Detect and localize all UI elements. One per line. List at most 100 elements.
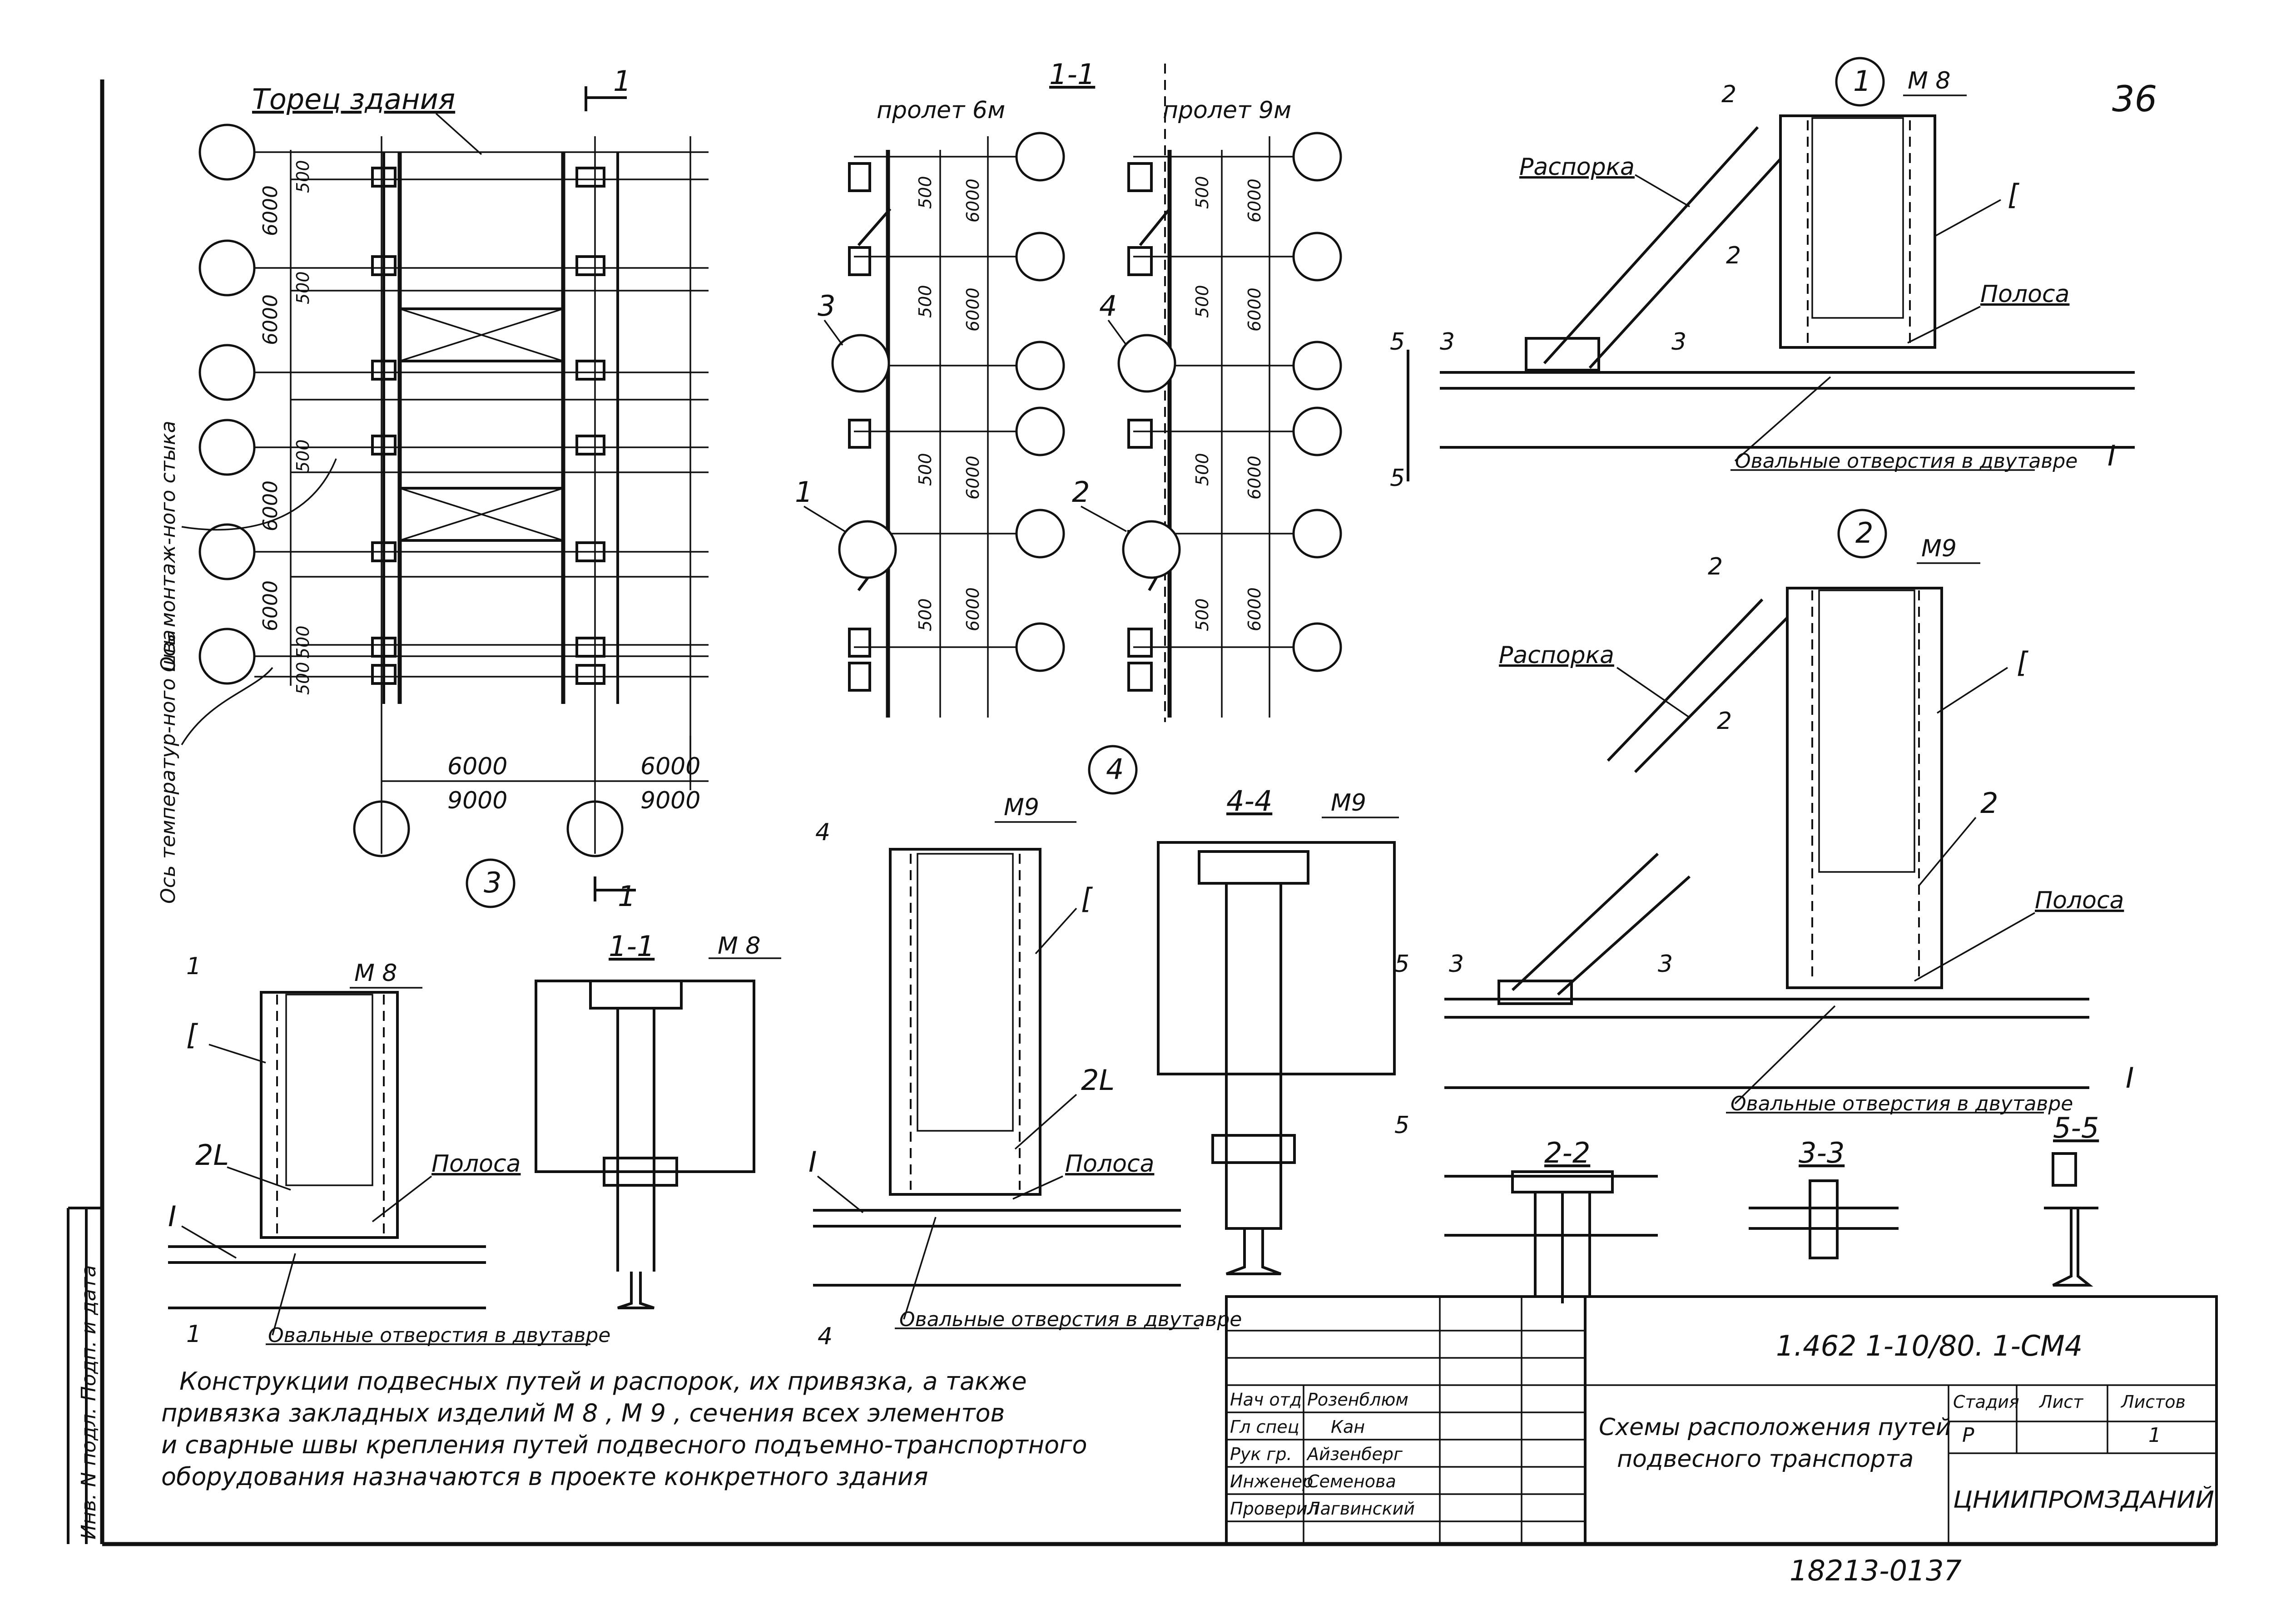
column-axis-circle	[198, 239, 256, 297]
sheet-number: 36	[2112, 79, 2157, 120]
role-5: Проверил	[1230, 1499, 1319, 1519]
column-axis-circle	[1292, 232, 1342, 282]
column-axis-circle	[1292, 622, 1342, 672]
drawing-title-line-1: Схемы расположения путей	[1599, 1414, 1951, 1441]
sidebar-text: Инв. N подл. Подп. и дата	[77, 1265, 100, 1540]
sheet-label: Лист	[2038, 1392, 2084, 1412]
column-axis-circle	[1292, 406, 1342, 456]
node-1-brace-label: Распорка	[1519, 153, 1635, 181]
column-axis-circle	[198, 344, 256, 401]
node-4-strip-label: Полоса	[1065, 1150, 1154, 1178]
role-3: Рук гр.	[1230, 1444, 1292, 1464]
column-axis-circle	[198, 523, 256, 580]
plan-dim-500: 500	[293, 625, 313, 659]
stage-label: Стадия	[1953, 1392, 2019, 1412]
section-11-title: 1-1	[609, 930, 655, 963]
sec-dim-500: 500	[1192, 176, 1212, 209]
column-axis-circle	[198, 124, 256, 181]
node-2-sec3-mark: 3	[1449, 951, 1464, 978]
sec-dim-500: 500	[1192, 598, 1212, 631]
node-1-sec2-mark-b: 2	[1726, 242, 1741, 269]
node-2-sec3-mark-b: 3	[1658, 951, 1673, 978]
column-axis-circle	[1015, 341, 1065, 391]
plan-dim-500: 500	[293, 662, 313, 695]
plan-dim-9000-bottom-right: 9000	[640, 787, 700, 814]
sec-dim-500: 500	[915, 453, 935, 486]
node-2-channel-label: [	[2017, 646, 2029, 679]
name-5: Лагвинский	[1306, 1499, 1415, 1519]
plan-dim-6000: 6000	[259, 580, 282, 631]
node-2-sec5-mark: 5	[1394, 951, 1409, 978]
sec-dim-6000: 6000	[963, 587, 983, 631]
node-3-detail: 3 М 8 [ 2L Полоса I Овальные отверстия в…	[168, 858, 610, 1348]
span-9m-label: пролет 9м	[1163, 97, 1291, 124]
sec-dim-500: 500	[915, 285, 935, 318]
node-3-embed-label: М 8	[354, 960, 397, 987]
callout-3: 3	[818, 289, 835, 322]
node-2-embed-label: М9	[1921, 535, 1957, 562]
section-33-title: 3-3	[1799, 1136, 1845, 1169]
node-4-angle-label: 2L	[1081, 1064, 1115, 1097]
sec-dim-6000: 6000	[1245, 456, 1264, 500]
sec-dim-6000: 6000	[1245, 287, 1264, 332]
section-44-embed-label: М9	[1331, 789, 1366, 817]
plan-dim-500: 500	[293, 271, 313, 304]
plan-dim-6000-bottom-right: 6000	[640, 753, 700, 780]
node-4-detail: 4 М9 [ 2L Полоса I Овальные отверстия в …	[808, 745, 1242, 1350]
sec-dim-500: 500	[915, 598, 935, 631]
node-1-channel-label: [	[2008, 178, 2020, 211]
plan-dim-6000: 6000	[259, 294, 282, 345]
column-axis-circle	[1015, 406, 1065, 456]
section-44-title: 4-4	[1226, 784, 1272, 817]
top-section-title: 1-1	[1049, 58, 1095, 91]
name-4: Семенова	[1307, 1471, 1396, 1491]
name-2: Кан	[1331, 1417, 1365, 1437]
node-3-strip-label: Полоса	[431, 1150, 521, 1178]
node-3-sec1-mark: 1	[186, 953, 201, 980]
node-1-sec3-mark-b: 3	[1671, 328, 1686, 356]
building-end-label: Торец здания	[252, 83, 455, 116]
bottom-page-number: 37	[1926, 1554, 1962, 1587]
node-1-sec5-mark: 5	[1390, 328, 1405, 356]
column-axis-circle	[1015, 622, 1065, 672]
node-1-oval-holes: Овальные отверстия в двутавре	[1735, 450, 2078, 473]
section-4-4-detail: 4-4 М9	[1157, 784, 1399, 1275]
track-layout-plan: Торец здания 1 1	[157, 64, 709, 913]
note-line-1: Конструкции подвесных путей и распорок, …	[179, 1367, 1027, 1396]
node-2-number: 2	[1855, 516, 1873, 550]
section-5-5-detail: 5-5	[2044, 1111, 2099, 1287]
node-3-oval-holes: Овальные отверстия в двутавре	[268, 1324, 610, 1347]
bottom-code: 18213-01	[1790, 1554, 1925, 1587]
node-3-sec1-mark-b: 1	[186, 1321, 201, 1348]
node-1-beam-label: I	[2107, 439, 2116, 472]
role-1: Нач отд	[1230, 1390, 1302, 1410]
column-axis-circle	[1292, 509, 1342, 559]
node-2-beam-label: I	[2126, 1061, 2134, 1094]
general-note: Конструкции подвесных путей и распорок, …	[161, 1367, 1087, 1491]
role-2: Гл спец	[1230, 1417, 1299, 1437]
node-4-sec4-mark-b: 4	[818, 1323, 833, 1350]
callout-2: 2	[1072, 475, 1090, 509]
column-axis-circle	[1292, 132, 1342, 182]
mounting-joint-axis-label: Ось монтаж-ного стыка	[157, 421, 180, 672]
node-2-detail: 2 М9 Распорка [ 2 Полоса I Овальные отве…	[1394, 509, 2134, 1139]
node-4-embed-label: М9	[1004, 794, 1039, 821]
node-1-sec3-mark: 3	[1440, 328, 1455, 356]
organization: ЦНИИПРОМЗДАНИЙ	[1953, 1486, 2214, 1514]
note-line-3: и сварные швы крепления путей подвесного…	[161, 1431, 1087, 1459]
name-3: Айзенберг	[1306, 1444, 1403, 1464]
node-4-beam-label: I	[808, 1145, 817, 1178]
sec-dim-500: 500	[1192, 285, 1212, 318]
node-1-sec5-mark-b: 5	[1390, 465, 1405, 492]
column-axis-circle	[1015, 232, 1065, 282]
sec-dim-6000: 6000	[963, 456, 983, 500]
column-axis-circle	[1015, 132, 1065, 182]
section-22-title: 2-2	[1544, 1136, 1590, 1169]
title-block: 1.462 1-10/80. 1-СМ4 Нач отд Гл спец Рук…	[1225, 1295, 2218, 1545]
node-2-oval-holes: Овальные отверстия в двутавре	[1731, 1092, 2073, 1115]
stage-value: Р	[1962, 1424, 1974, 1447]
sec-dim-500: 500	[1192, 453, 1212, 486]
node-3-channel-label: [	[186, 1018, 198, 1051]
plan-section-mark-top: 1	[613, 64, 631, 98]
sheets-label: Листов	[2120, 1392, 2186, 1412]
